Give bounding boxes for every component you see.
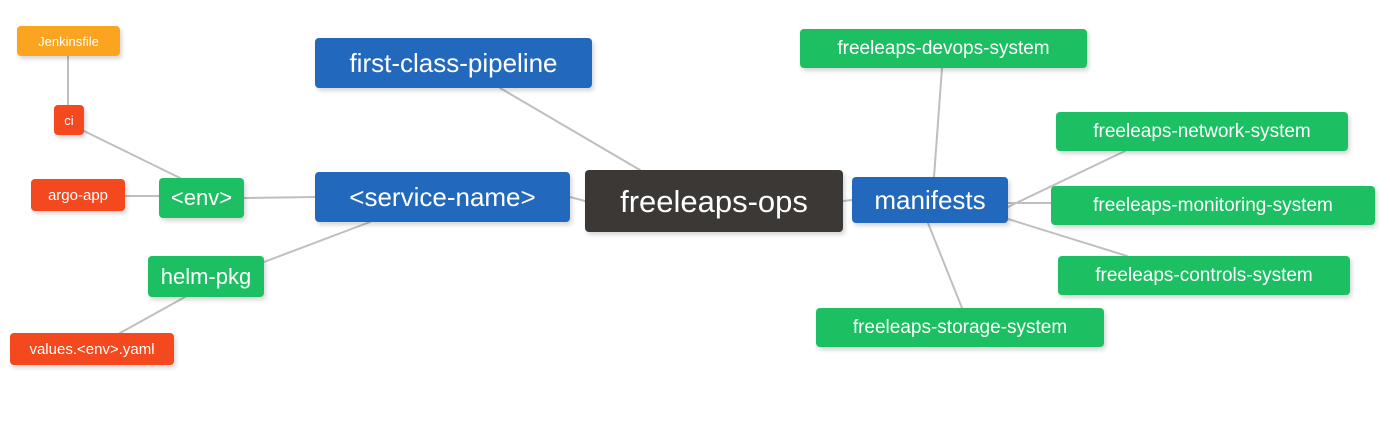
edge-freeleaps-ops-to-service-name bbox=[569, 196, 586, 202]
mindmap-node-helm-pkg[interactable]: helm-pkg bbox=[148, 256, 264, 297]
mindmap-node-first-class-pipeline[interactable]: first-class-pipeline bbox=[315, 38, 592, 88]
mindmap-node-freeleaps-monitoring-system[interactable]: freeleaps-monitoring-system bbox=[1051, 186, 1375, 225]
mindmap-node-label: <env> bbox=[170, 185, 233, 210]
mindmap-node-label: first-class-pipeline bbox=[349, 48, 558, 78]
edge-manifests-to-freeleaps-storage-system bbox=[927, 222, 963, 309]
edge-service-name-to-env bbox=[243, 196, 316, 199]
mindmap-node-freeleaps-ops[interactable]: freeleaps-ops bbox=[585, 170, 843, 232]
mindmap-node-label: freeleaps-ops bbox=[620, 183, 808, 219]
mindmap-node-label: freeleaps-storage-system bbox=[852, 317, 1068, 338]
mindmap-node-freeleaps-devops-system[interactable]: freeleaps-devops-system bbox=[800, 29, 1087, 68]
mindmap-node-label: <service-name> bbox=[349, 182, 536, 212]
edge-manifests-to-freeleaps-devops-system bbox=[933, 67, 943, 178]
edge-freeleaps-ops-to-first-class-pipeline bbox=[499, 87, 641, 171]
mindmap-node-label: manifests bbox=[874, 185, 986, 215]
mindmap-node-label: argo-app bbox=[47, 186, 109, 204]
mindmap-node-label: ci bbox=[64, 112, 74, 128]
mindmap-node-freeleaps-storage-system[interactable]: freeleaps-storage-system bbox=[816, 308, 1104, 347]
mindmap-node-argo-app[interactable]: argo-app bbox=[31, 179, 125, 211]
mindmap-node-label: freeleaps-devops-system bbox=[837, 38, 1050, 59]
edge-env-to-ci bbox=[83, 130, 181, 179]
mindmap-node-label: Jenkinsfile bbox=[38, 33, 99, 49]
mindmap-node-jenkinsfile[interactable]: Jenkinsfile bbox=[17, 26, 120, 56]
mindmap-node-freeleaps-controls-system[interactable]: freeleaps-controls-system bbox=[1058, 256, 1350, 295]
mindmap-node-freeleaps-network-system[interactable]: freeleaps-network-system bbox=[1056, 112, 1348, 151]
mindmap-node-label: freeleaps-network-system bbox=[1093, 121, 1311, 142]
mindmap-node-env[interactable]: <env> bbox=[159, 178, 244, 218]
mindmap-node-service-name[interactable]: <service-name> bbox=[315, 172, 570, 222]
edge-helm-pkg-to-values-env-yaml bbox=[119, 296, 186, 334]
mindmap-node-label: freeleaps-monitoring-system bbox=[1093, 195, 1333, 216]
mindmap-node-label: values.<env>.yaml bbox=[29, 340, 155, 358]
mindmap-node-manifests[interactable]: manifests bbox=[852, 177, 1008, 223]
mindmap-node-ci[interactable]: ci bbox=[54, 105, 84, 135]
edge-service-name-to-helm-pkg bbox=[263, 221, 371, 263]
mindmap-node-label: freeleaps-controls-system bbox=[1095, 265, 1313, 286]
mindmap-node-values-env-yaml[interactable]: values.<env>.yaml bbox=[10, 333, 174, 365]
edge-freeleaps-ops-to-manifests bbox=[842, 199, 853, 202]
mindmap-node-label: helm-pkg bbox=[160, 263, 252, 289]
